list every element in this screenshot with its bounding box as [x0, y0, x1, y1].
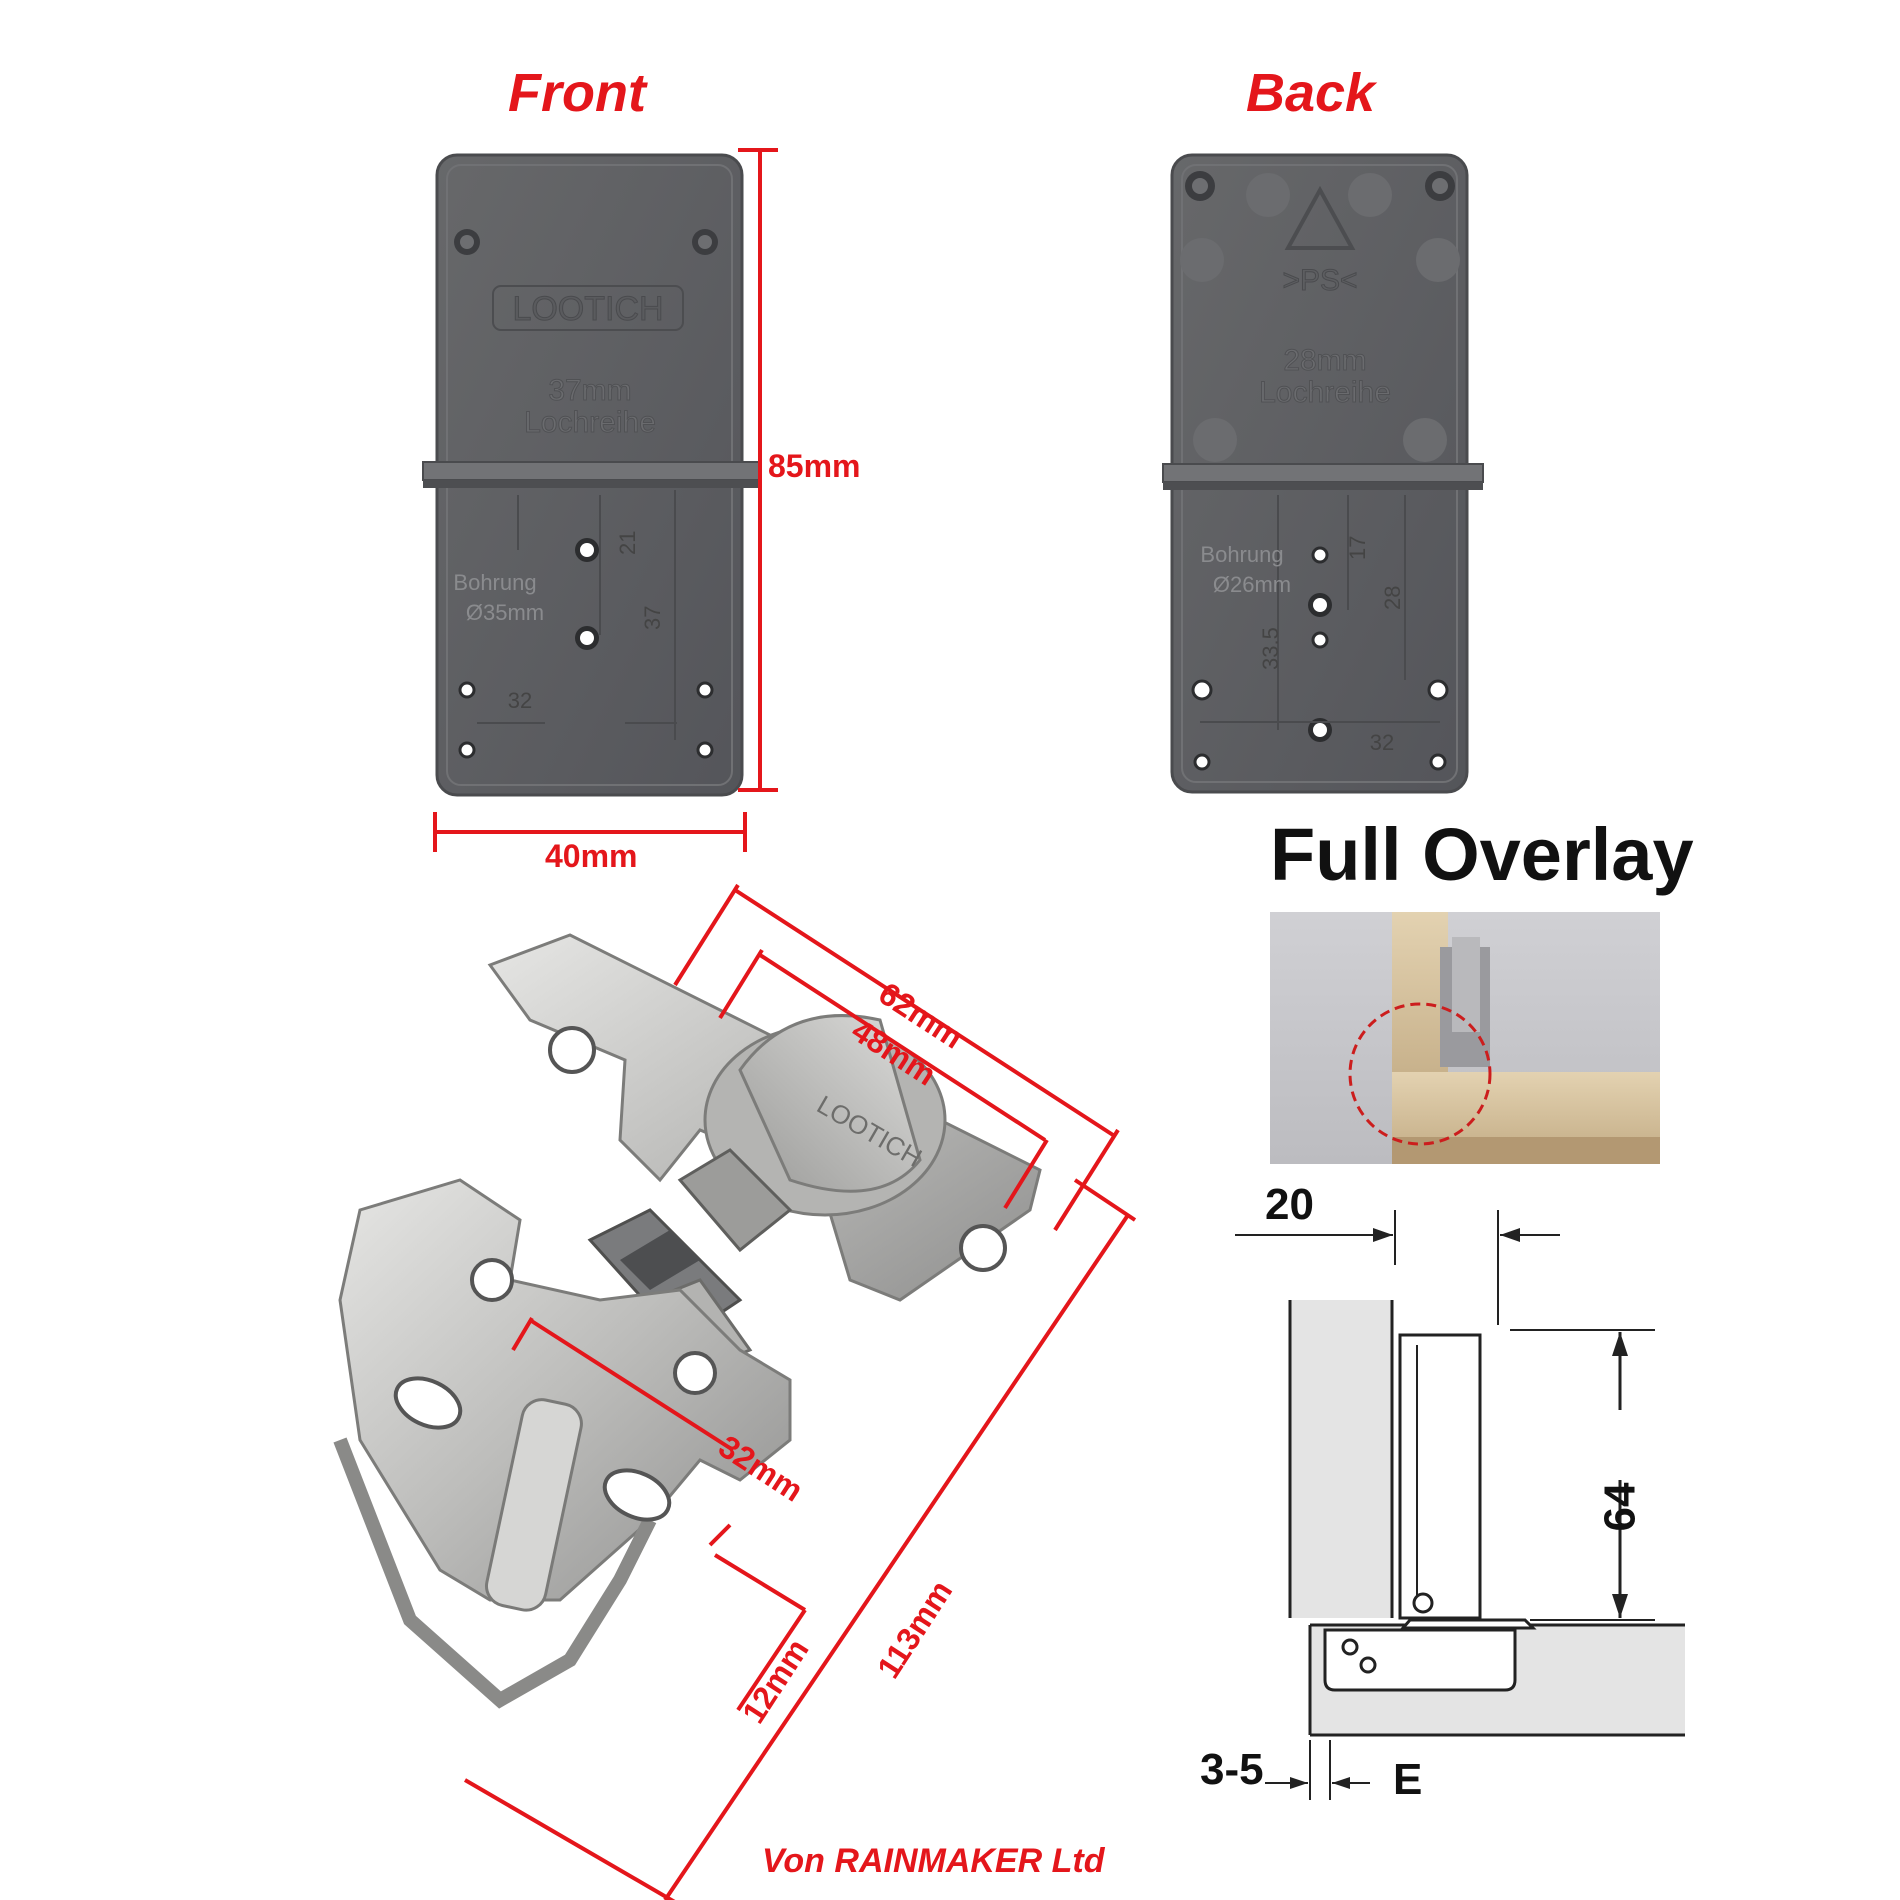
- overlay-title: Full Overlay: [1270, 813, 1694, 896]
- bore-label: Bohrung: [453, 570, 536, 595]
- screw-hole: [1429, 753, 1447, 771]
- bore-size: Ø35mm: [466, 600, 544, 625]
- screw-hole: [696, 741, 714, 759]
- slot-hole: [602, 1468, 672, 1522]
- dim-32: 32: [1370, 730, 1394, 755]
- center-hole: [1311, 546, 1329, 564]
- bore-size: Ø26mm: [1213, 572, 1291, 597]
- mounting-hole: [673, 1351, 717, 1395]
- mounting-hole: [548, 1026, 596, 1074]
- screw-hole: [1427, 679, 1449, 701]
- template-size: 37mm: [548, 374, 631, 407]
- mounting-hole: [470, 1258, 514, 1302]
- dim-17: 17: [1345, 536, 1370, 560]
- slot-hole: [393, 1376, 463, 1430]
- overlay-photo: [1270, 912, 1660, 1164]
- screw-hole: [696, 681, 714, 699]
- back-drilling-template: >PS< 28mm Lochreihe 17 28 33.5 Bohrung Ø…: [1162, 153, 1484, 794]
- screw-hole: [1193, 753, 1211, 771]
- mounting-hole: [959, 1224, 1007, 1272]
- front-title: Front: [508, 63, 646, 123]
- material-code: >PS<: [1282, 264, 1357, 297]
- back-title: Back: [1246, 63, 1376, 123]
- front-dimension-lines: [433, 148, 778, 852]
- width-dimension: 40mm: [545, 838, 638, 874]
- template-row-label: Lochreihe: [1259, 376, 1391, 409]
- overlay-technical-drawing: [1235, 1210, 1685, 1800]
- center-hole: [1311, 631, 1329, 649]
- dim-37: 37: [640, 606, 665, 630]
- front-drilling-template: LOOTICH 37mm Lochreihe 21 37 Bohrung Ø35…: [422, 153, 762, 797]
- screw-hole: [458, 741, 476, 759]
- dim-28: 28: [1380, 586, 1405, 610]
- dim-33-5: 33.5: [1258, 627, 1283, 670]
- dim-e-label: E: [1393, 1755, 1423, 1804]
- dim-20-label: 20: [1265, 1180, 1314, 1229]
- bore-label: Bohrung: [1200, 542, 1283, 567]
- dim-21: 21: [615, 531, 640, 555]
- dim-32: 32: [508, 688, 532, 713]
- credit-line: Von RAINMAKER Ltd: [762, 1842, 1105, 1880]
- template-brand: LOOTICH: [512, 290, 663, 328]
- screw-hole: [1191, 679, 1213, 701]
- template-size: 28mm: [1283, 344, 1366, 377]
- hinge-photo: LOOTICH: [333, 933, 1042, 1709]
- screw-hole: [458, 681, 476, 699]
- height-dimension: 85mm: [768, 448, 861, 484]
- dim-3-5-label: 3-5: [1200, 1745, 1264, 1794]
- template-row-label: Lochreihe: [524, 406, 656, 439]
